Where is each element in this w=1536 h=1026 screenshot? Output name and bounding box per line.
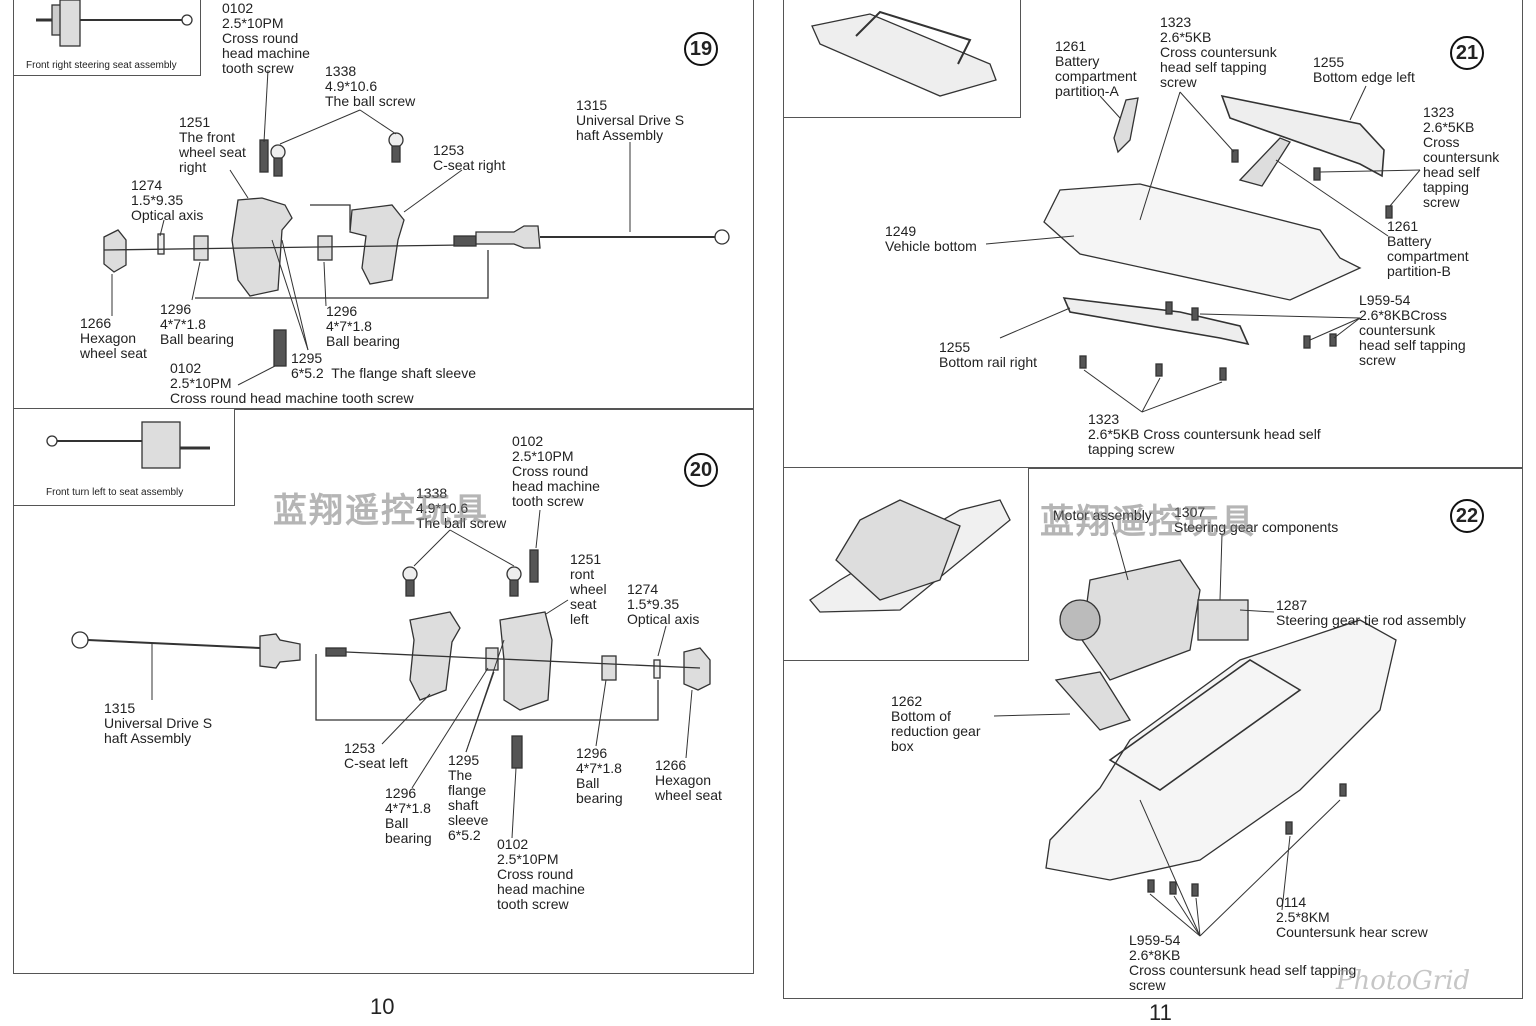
step19-exploded-parts <box>103 132 730 367</box>
label-1323-screw-right: 1323 2.6*5KB Cross countersunk head self… <box>1423 104 1500 210</box>
step22-inset-part <box>809 499 1011 613</box>
step19-panel <box>13 0 754 410</box>
step22-leaders <box>993 521 1341 937</box>
label-1262-gearbox-bottom: 1262 Bottom of reduction gear box <box>891 693 981 754</box>
label-1251-wheel-seat-right: 1251 The front wheel seat right <box>179 114 246 175</box>
step-21-badge: 21 <box>1450 36 1484 70</box>
label-1249-vehicle-bottom: 1249 Vehicle bottom <box>885 223 977 254</box>
step21-inset-part <box>811 10 997 97</box>
step-19-badge: 19 <box>684 32 718 66</box>
step-20-badge: 20 <box>684 453 718 487</box>
label-1274-optical-axis: 1274 1.5*9.35 Optical axis <box>627 581 700 627</box>
step21-leaders <box>985 85 1421 413</box>
watermark-right: 蓝翔遥控玩具 <box>1040 502 1256 542</box>
label-0114-screw: 0114 2.5*8KM Countersunk hear screw <box>1276 894 1428 940</box>
label-0102-screw-bottom: 0102 2.5*10PM Cross round head machine t… <box>497 836 585 912</box>
label-1255-bottom-edge-left: 1255 Bottom edge left <box>1313 54 1415 85</box>
step21-panel <box>783 0 1523 469</box>
label-1266-hexagon: 1266 Hexagon wheel seat <box>655 757 722 803</box>
label-1261-partition-a: 1261 Battery compartment partition-A <box>1055 38 1137 99</box>
photogrid-logo: PhotoGrid <box>1336 966 1471 996</box>
label-1266-hexagon: 1266 Hexagon wheel seat <box>80 315 147 361</box>
page-number-left: 10 <box>370 994 395 1019</box>
label-l959-screw: L959-54 2.6*8KB Cross countersunk head s… <box>1129 932 1357 993</box>
label-l959-screw: L959-54 2.6*8KBCross countersunk head se… <box>1359 292 1466 368</box>
label-1307-steering-gear: 1307 Steering gear components <box>1174 504 1339 535</box>
step19-leaders <box>111 69 631 386</box>
label-0102-screw-top: 0102 2.5*10PM Cross round head machine t… <box>222 0 310 76</box>
label-1315-drive-shaft: 1315 Universal Drive S haft Assembly <box>576 97 685 143</box>
watermark-left: 蓝翔遥控玩具 <box>273 491 489 531</box>
step20-inset <box>13 408 235 506</box>
label-0102-screw-bottom: 0102 2.5*10PM Cross round head machine t… <box>170 360 414 406</box>
page-number-right: 11 <box>1149 1000 1172 1025</box>
label-motor-assembly: Motor assembly <box>1053 507 1152 523</box>
label-1315-drive-shaft: 1315 Universal Drive S haft Assembly <box>104 700 213 746</box>
step20-leaders <box>151 509 693 839</box>
label-1255-bottom-rail-right: 1255 Bottom rail right <box>939 339 1038 370</box>
label-1251-wheel-seat-left: 1251 ront wheel seat left <box>570 551 607 627</box>
label-1274-optical-axis: 1274 1.5*9.35 Optical axis <box>131 177 204 223</box>
label-1296-bearing-b: 1296 4*7*1.8 Ball bearing <box>326 303 400 349</box>
label-1295-flange-sleeve: 1295 6*5.2 The flange shaft sleeve <box>291 350 476 381</box>
label-1296-bearing-a: 1296 4*7*1.8 Ball bearing <box>385 785 432 846</box>
step19-inset <box>13 0 201 76</box>
label-1253-c-seat-left: 1253 C-seat left <box>344 740 408 771</box>
label-1323-screw-top: 1323 2.6*5KB Cross countersunk head self… <box>1160 14 1277 90</box>
label-1295-flange-sleeve: 1295 The flange shaft sleeve 6*5.2 <box>448 752 489 843</box>
step22-panel <box>783 467 1523 999</box>
label-1253-c-seat-right: 1253 C-seat right <box>433 142 506 173</box>
label-1296-bearing-a: 1296 4*7*1.8 Ball bearing <box>160 301 234 347</box>
step22-chassis <box>1045 559 1397 897</box>
step21-chassis <box>1043 94 1393 381</box>
step20-exploded-parts <box>71 549 711 769</box>
step20-panel <box>13 408 754 974</box>
step20-inset-part <box>46 421 210 469</box>
step-22-badge: 22 <box>1450 499 1484 533</box>
step20-inset-caption: Front turn left to seat assembly <box>46 487 184 498</box>
label-0102-screw-top: 0102 2.5*10PM Cross round head machine t… <box>512 433 600 509</box>
label-1338-ball-screw: 1338 4.9*10.6 The ball screw <box>416 485 507 531</box>
label-1338-ball-screw: 1338 4.9*10.6 The ball screw <box>325 63 416 109</box>
label-1261-partition-b: 1261 Battery compartment partition-B <box>1387 218 1469 279</box>
label-1323-screw-bottom: 1323 2.6*5KB Cross countersunk head self… <box>1088 411 1321 457</box>
label-1287-tie-rod: 1287 Steering gear tie rod assembly <box>1276 597 1466 628</box>
label-1296-bearing-b: 1296 4*7*1.8 Ball bearing <box>576 745 623 806</box>
step19-inset-part <box>36 0 193 47</box>
step19-inset-caption: Front right steering seat assembly <box>26 60 177 71</box>
